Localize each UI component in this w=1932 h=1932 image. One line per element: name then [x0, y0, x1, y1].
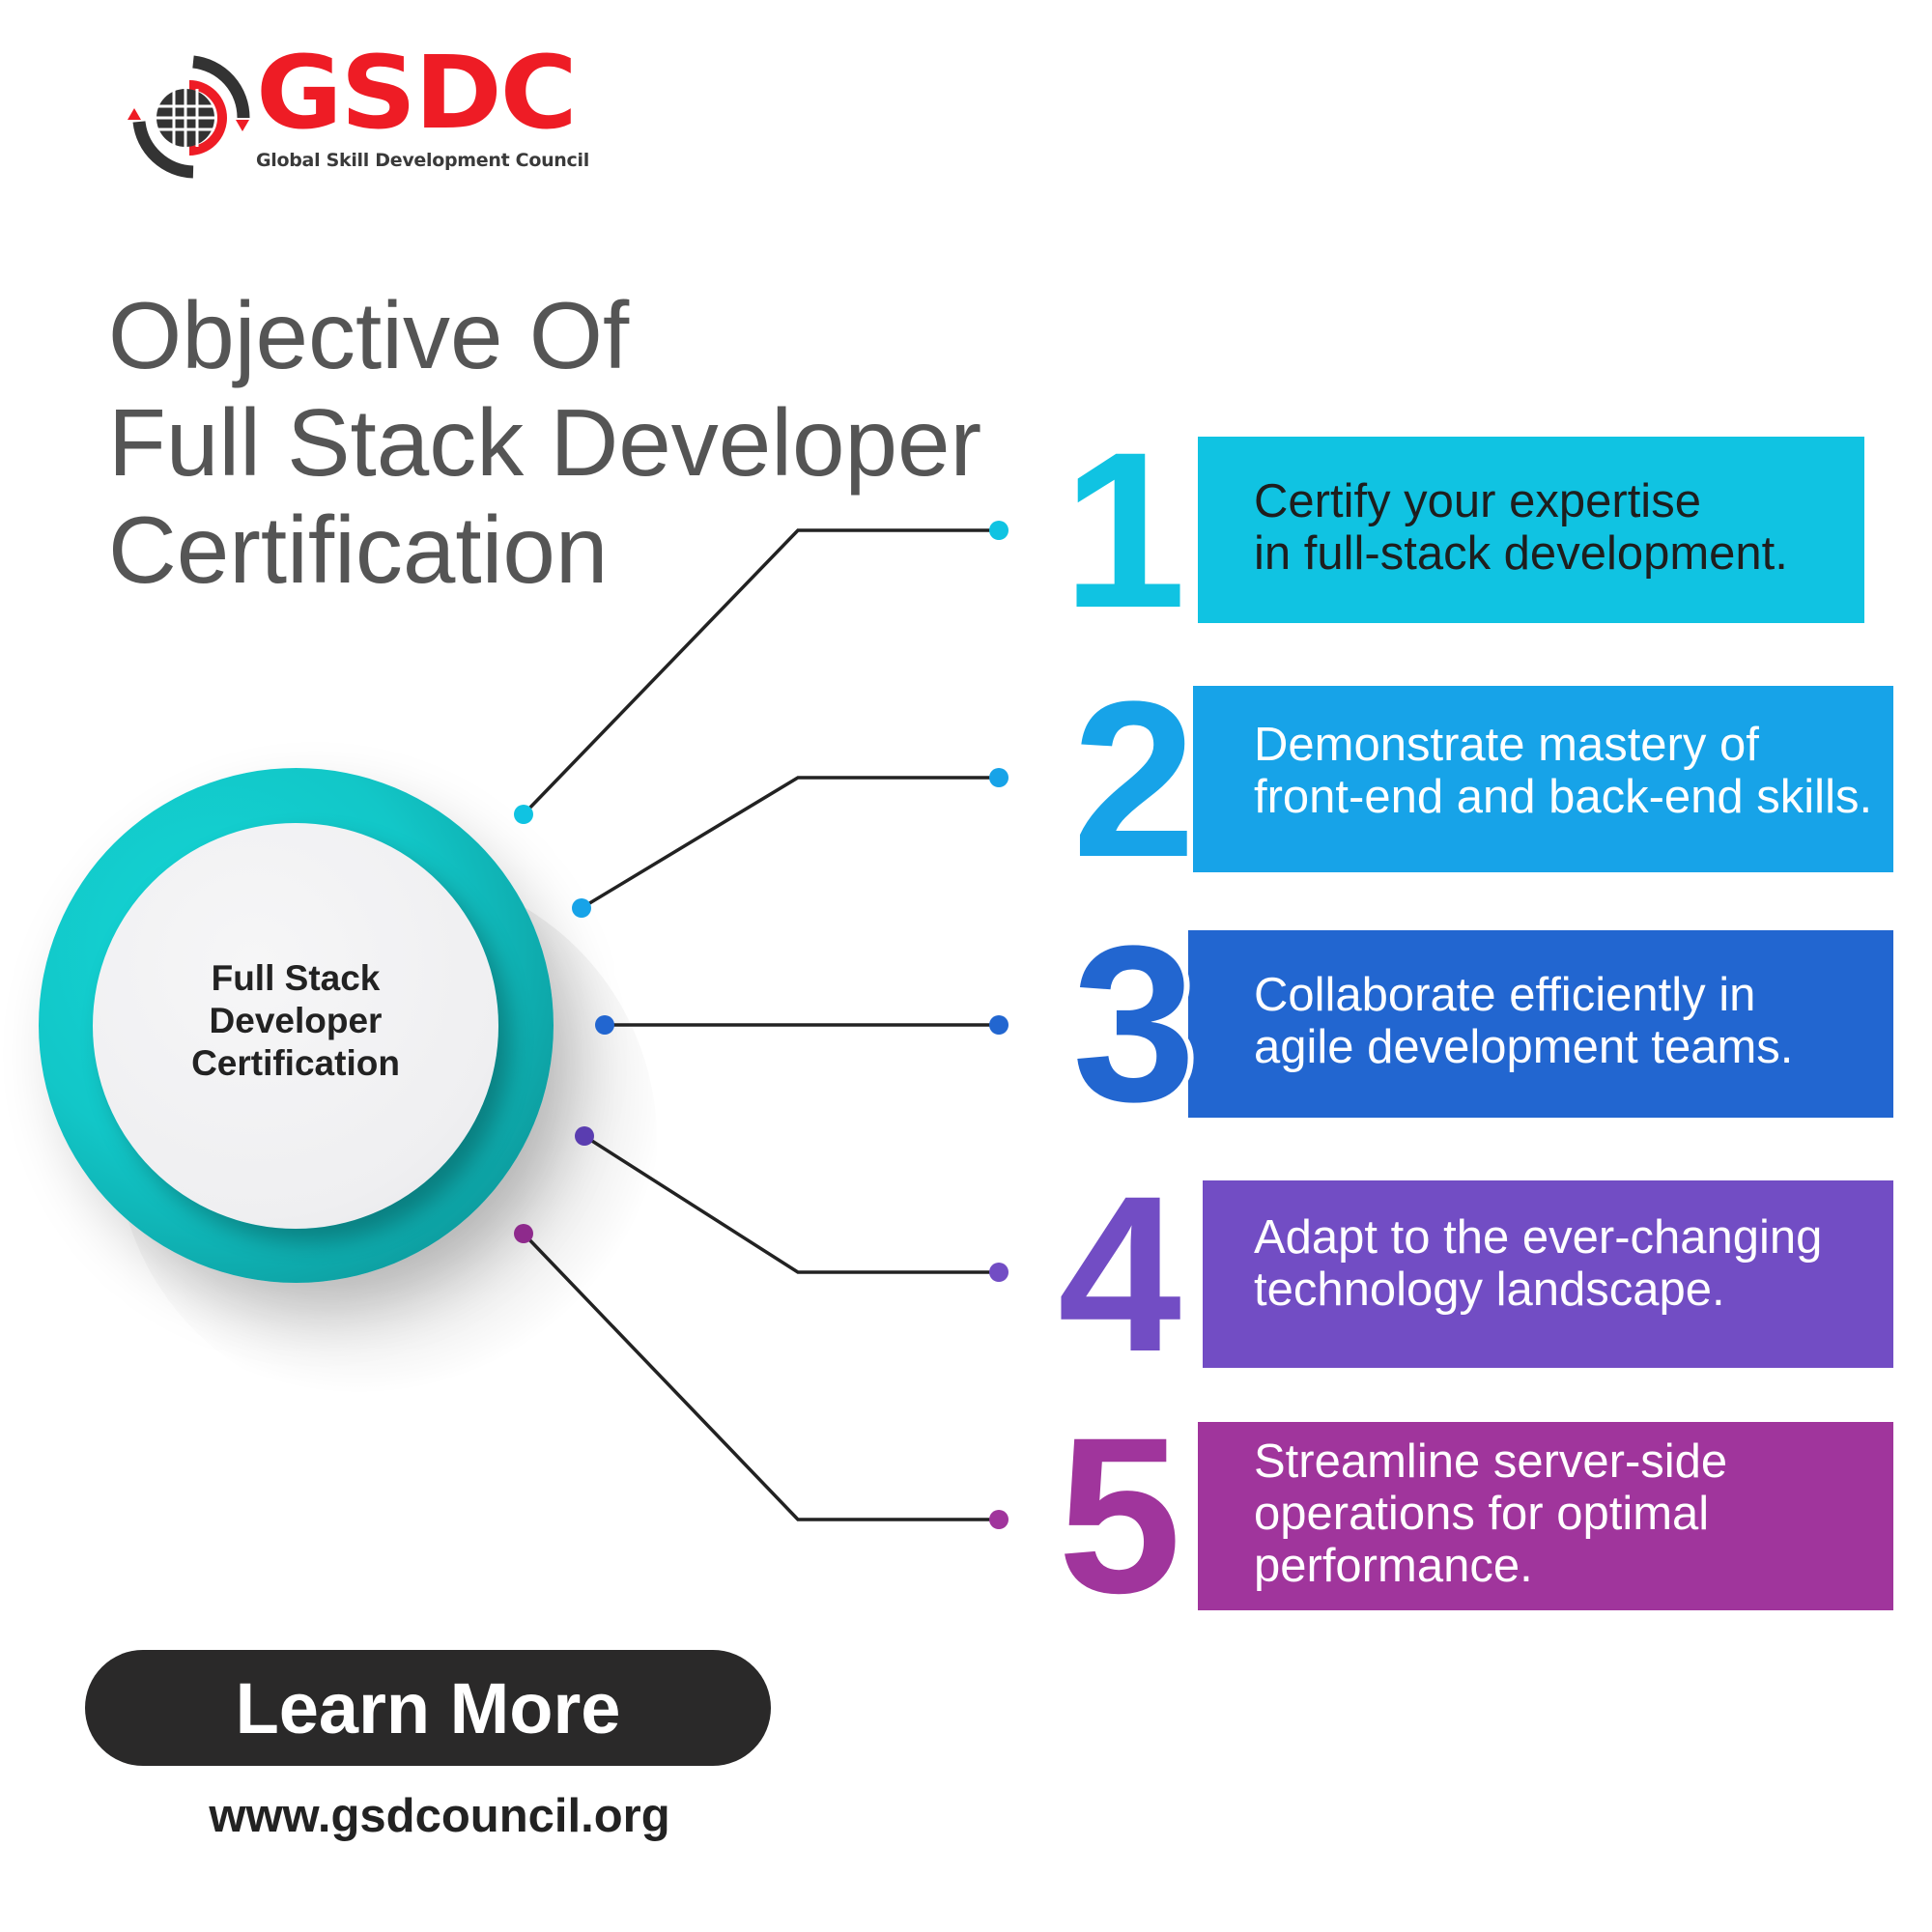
- gsdc-logo: GSDC Global Skill Development Council: [126, 43, 589, 181]
- objective-text: Collaborate efficiently in agile develop…: [1254, 969, 1794, 1073]
- center-label: Full Stack Developer Certification: [191, 957, 400, 1085]
- objective-number: 4: [1058, 1150, 1181, 1398]
- objective-number: 5: [1058, 1391, 1181, 1639]
- objective-bar: [1193, 686, 1893, 872]
- center-label-line-3: Certification: [191, 1043, 400, 1083]
- objective-number: 3: [1072, 899, 1196, 1148]
- brand-name: GSDC: [256, 34, 578, 152]
- objective-text: Streamline server-side operations for op…: [1254, 1435, 1728, 1592]
- objective-item-3: 3 Collaborate efficiently in agile devel…: [1072, 913, 1893, 1135]
- objective-text: Demonstrate mastery of front-end and bac…: [1254, 719, 1873, 823]
- objective-item-5: 5 Streamline server-side operations for …: [1058, 1405, 1893, 1627]
- objective-text: Adapt to the ever-changing technology la…: [1254, 1211, 1823, 1316]
- center-label-line-2: Developer: [209, 1001, 383, 1040]
- title-line-2: Full Stack Developer: [108, 389, 982, 496]
- objective-number: 2: [1072, 655, 1196, 903]
- objective-bar: [1188, 930, 1893, 1118]
- center-circle: Full Stack Developer Certification: [93, 823, 498, 1229]
- objective-item-4: 4 Adapt to the ever-changing technology …: [1058, 1163, 1893, 1385]
- objective-bar: [1198, 1422, 1893, 1610]
- objective-bar: [1198, 437, 1864, 623]
- center-label-line-1: Full Stack: [211, 958, 381, 998]
- title-line-1: Objective Of: [108, 282, 630, 388]
- objective-text: Certify your expertise in full-stack dev…: [1254, 475, 1788, 580]
- learn-more-button[interactable]: Learn More: [85, 1650, 771, 1766]
- title-line-3: Certification: [108, 497, 609, 603]
- objective-item-2: 2 Demonstrate mastery of front-end and b…: [1072, 668, 1893, 891]
- brand-tagline: Global Skill Development Council: [256, 150, 589, 171]
- website-link[interactable]: www.gsdcouncil.org: [209, 1790, 670, 1842]
- globe-logo-icon: [128, 55, 250, 179]
- objective-bar: [1203, 1180, 1893, 1368]
- objective-number: 1: [1063, 406, 1186, 654]
- page-title: Objective Of Full Stack Developer Certif…: [108, 282, 1036, 604]
- objective-item-1: 1 Certify your expertise in full-stack d…: [1063, 419, 1864, 641]
